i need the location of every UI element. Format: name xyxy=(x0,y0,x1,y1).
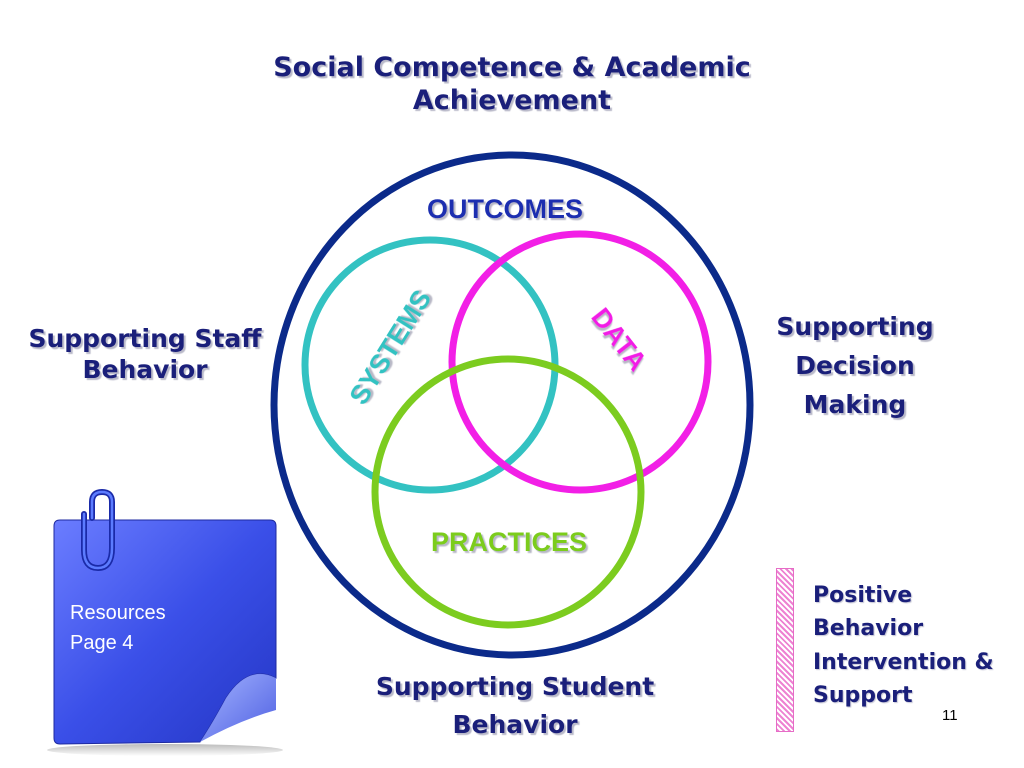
pbis-accent-bar xyxy=(776,568,794,732)
outer-circle xyxy=(270,151,754,659)
pbis-text: Positive Behavior Intervention & Support xyxy=(813,579,1013,713)
pbis-line: Intervention & xyxy=(813,649,994,675)
practices-circle xyxy=(371,355,645,629)
right-heading: Supporting Decision Making xyxy=(776,312,934,419)
page-number: 11 xyxy=(942,707,958,724)
resources-label[interactable]: Resources Page 4 xyxy=(70,598,240,658)
resources-line: Resources xyxy=(70,602,166,624)
left-heading: Supporting Staff Behavior xyxy=(28,324,262,384)
pbis-line: Support xyxy=(813,683,913,709)
paperclip-icon xyxy=(81,488,115,572)
top-heading: Social Competence & Academic Achievement xyxy=(273,52,751,116)
outcomes-label: OUTCOMES xyxy=(427,194,583,224)
bottom-heading: Supporting Student Behavior xyxy=(375,672,655,739)
data-circle xyxy=(448,230,712,494)
data-label: DATA xyxy=(585,302,652,376)
pbis-line: Behavior xyxy=(813,616,924,642)
pbis-line: Positive xyxy=(813,583,913,608)
practices-label: PRACTICES xyxy=(431,527,587,557)
resources-line: Page 4 xyxy=(70,632,134,654)
resources-card xyxy=(47,488,283,756)
systems-circle xyxy=(301,236,559,494)
